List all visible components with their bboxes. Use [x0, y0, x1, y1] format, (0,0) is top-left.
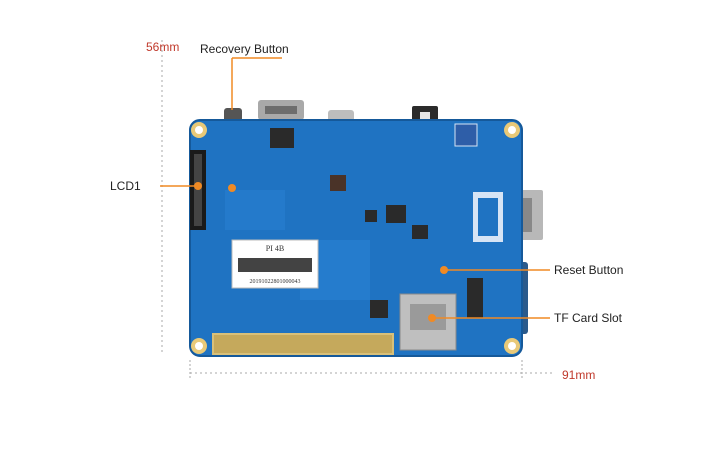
chip-e: [365, 210, 377, 222]
mounting-hole-bl-center: [195, 342, 203, 350]
recovery-button-label: Recovery Button: [200, 42, 289, 56]
gpio-header-pins: [214, 335, 392, 353]
audio-jack-face: [420, 112, 430, 124]
tf-card-slot-label: TF Card Slot: [554, 311, 623, 325]
serial-barcode: [238, 258, 312, 272]
pcb: [190, 120, 522, 356]
recovery-marker-on-board: [228, 184, 236, 192]
sticker-line1: PI 4B: [266, 244, 284, 253]
circuit-region-2: [225, 190, 285, 230]
silkscreen-block-inner: [478, 198, 498, 236]
sticker-line2: 20191022801000043: [250, 279, 301, 285]
chip-d: [412, 225, 428, 239]
chip-b: [330, 175, 346, 191]
lcd1-marker: [194, 182, 202, 190]
logo-block: [454, 123, 478, 147]
lcd1-label: LCD1: [110, 179, 141, 193]
mounting-hole-tl-center: [195, 126, 203, 134]
reset-button-marker: [440, 266, 448, 274]
chip-c: [386, 205, 406, 223]
tf-card-marker: [428, 314, 436, 322]
hdmi-port-inner: [265, 106, 297, 114]
chip-g: [370, 300, 388, 318]
chip-f: [467, 278, 483, 318]
mounting-hole-br-center: [508, 342, 516, 350]
pcb-outline: [189, 119, 523, 357]
width-dimension-label: 91mm: [562, 368, 596, 382]
mounting-hole-tr-center: [508, 126, 516, 134]
reset-button-label: Reset Button: [554, 263, 624, 277]
chip-a: [270, 128, 294, 148]
tf-card-slot-inner: [410, 304, 446, 330]
height-dimension-label: 56mm: [146, 40, 180, 54]
